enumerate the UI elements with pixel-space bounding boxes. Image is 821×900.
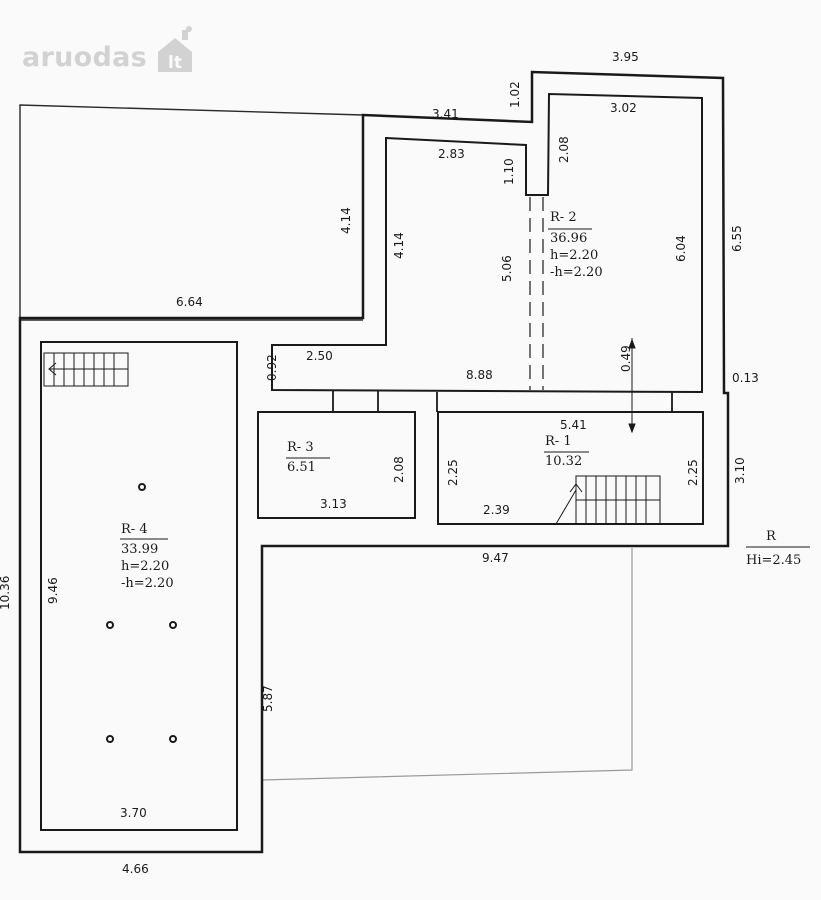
room-r3-label: R- 3 [287, 440, 314, 455]
dim-h-466: 4.66 [122, 862, 149, 876]
dim-v-506: 5.06 [500, 255, 514, 282]
dim-v-208-top: 2.08 [557, 136, 571, 163]
room-r4-height: h=2.20 [121, 559, 169, 574]
stairs-r4-icon [43, 352, 129, 387]
room-r2-area: 36.96 [550, 231, 587, 246]
outer-wall-outline [18, 70, 730, 854]
dim-r2-top-302: 3.02 [610, 101, 637, 115]
watermark-text: aruodas [22, 42, 148, 73]
room-r4-neg-height: -h=2.20 [121, 576, 174, 591]
watermark-house-icon: lt [158, 26, 192, 73]
watermark-suffix: lt [168, 53, 182, 73]
dim-v-102: 1.02 [508, 81, 522, 108]
dimension-marker-049 [628, 338, 636, 434]
dim-v-655: 6.55 [730, 225, 744, 252]
room-r1-label: R- 1 [545, 434, 572, 449]
dimension-labels: 3.95 3.41 3.02 2.83 6.64 2.50 8.88 0.13 … [0, 50, 759, 876]
room-r4-area: 33.99 [121, 542, 158, 557]
dim-h-313: 3.13 [320, 497, 347, 511]
dim-v-013: 0.13 [732, 371, 759, 385]
dim-v-208-r3: 2.08 [392, 456, 406, 483]
room-labels: R- 2 36.96 h=2.20 -h=2.20 R- 3 6.51 R- 1… [121, 210, 801, 591]
dim-v-587: 5.87 [261, 685, 275, 712]
level-mark-label: R [766, 529, 777, 544]
dim-v-225-left: 2.25 [446, 459, 460, 486]
dim-v-310: 3.10 [733, 457, 747, 484]
room-r2-height: h=2.20 [550, 248, 598, 263]
stairs-r1-icon [555, 475, 661, 525]
room-r3-area: 6.51 [287, 460, 316, 475]
room-r1 [437, 411, 704, 525]
dim-h-541: 5.41 [560, 418, 587, 432]
dim-h-239: 2.39 [483, 503, 510, 517]
room-r2-neg-height: -h=2.20 [550, 265, 603, 280]
door-openings [332, 390, 673, 412]
annex-outline [19, 104, 364, 321]
dim-h-283: 2.83 [438, 147, 465, 161]
room-r1-area: 10.32 [545, 454, 582, 469]
dim-v-092: 0.92 [265, 354, 279, 381]
dim-top-341: 3.41 [432, 107, 459, 121]
room-r3 [257, 411, 416, 519]
inner-wall-r2 [271, 92, 703, 394]
dim-h-947: 9.47 [482, 551, 509, 565]
dim-h-888: 8.88 [466, 368, 493, 382]
dim-h-370: 3.70 [120, 806, 147, 820]
room-r4-label: R- 4 [121, 522, 148, 537]
room-r4 [40, 341, 238, 831]
dim-v-414-inner: 4.14 [392, 232, 406, 259]
dim-h-250: 2.50 [306, 349, 333, 363]
dim-v-414-outer: 4.14 [339, 207, 353, 234]
column-markers [106, 483, 177, 743]
dim-top-395: 3.95 [612, 50, 639, 64]
dim-h-664: 6.64 [176, 295, 203, 309]
dim-v-1036: 10.36 [0, 576, 12, 610]
label-underlines [120, 228, 810, 548]
dim-v-049: 0.49 [619, 345, 633, 372]
dim-v-604: 6.04 [674, 235, 688, 262]
dim-v-110: 1.10 [502, 158, 516, 185]
dim-v-225-right: 2.25 [686, 459, 700, 486]
watermark-logo: aruodas [22, 42, 147, 73]
ground-area-outline [261, 548, 633, 781]
level-mark-value: Hi=2.45 [746, 553, 801, 568]
dim-v-946: 9.46 [46, 577, 60, 604]
room-r2-label: R- 2 [550, 210, 577, 225]
partition-dashed [529, 197, 544, 390]
